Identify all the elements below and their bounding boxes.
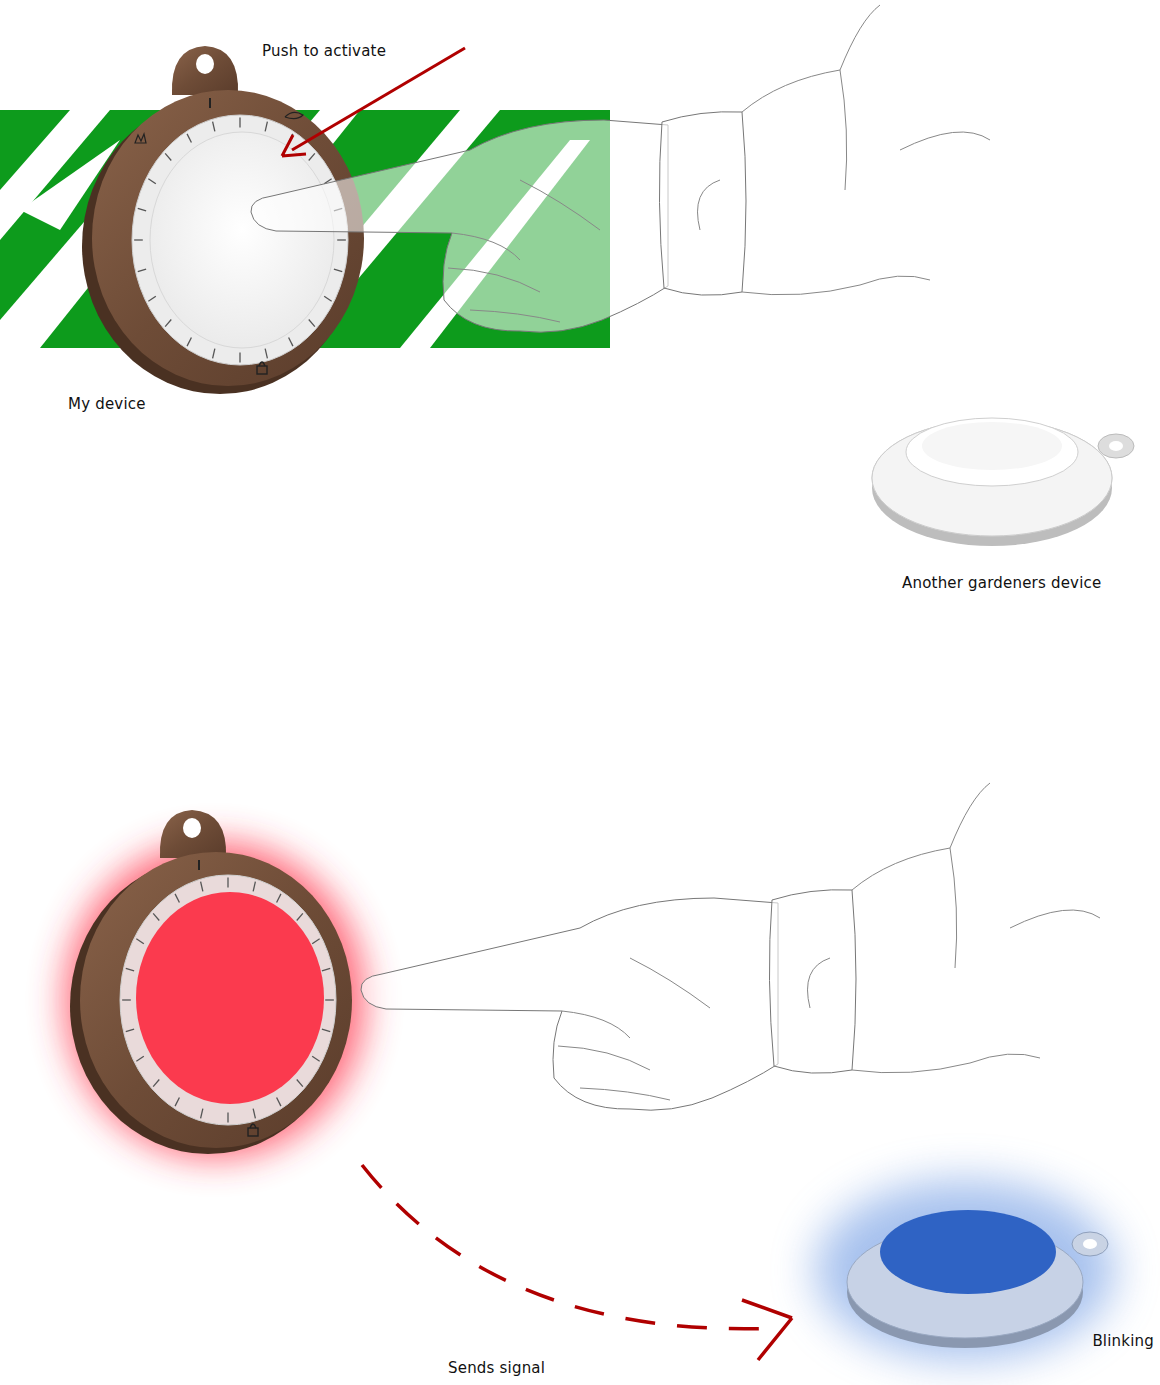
dial-tick bbox=[138, 269, 146, 272]
dial-tick bbox=[148, 179, 155, 184]
dial-tick bbox=[165, 153, 171, 160]
dial-tick bbox=[337, 239, 346, 240]
dial-tick bbox=[277, 894, 281, 903]
dial-tick bbox=[153, 913, 159, 920]
dial-tick bbox=[325, 999, 334, 1000]
dial-tick bbox=[322, 968, 330, 971]
dial-tick bbox=[138, 208, 146, 211]
dial-tick bbox=[253, 882, 255, 892]
dial-tick bbox=[201, 882, 203, 892]
dial-tick bbox=[153, 1080, 159, 1087]
dial-tick bbox=[322, 1029, 330, 1032]
callout-label: My device bbox=[68, 395, 146, 413]
dial-tick bbox=[309, 320, 315, 327]
dial-tick bbox=[265, 349, 267, 359]
dial-tick bbox=[201, 1109, 203, 1119]
dial-tick bbox=[253, 1109, 255, 1119]
dial-tick bbox=[334, 269, 342, 272]
dial-tick bbox=[265, 122, 267, 132]
callout-label: Blinking bbox=[1092, 1332, 1154, 1350]
dial-tick bbox=[213, 122, 215, 132]
dial-tick bbox=[277, 1097, 281, 1106]
dial-tick bbox=[312, 939, 319, 944]
dial-tick bbox=[136, 939, 143, 944]
dial-tick bbox=[126, 1029, 134, 1032]
dial-tick bbox=[126, 968, 134, 971]
dial-tick bbox=[289, 337, 293, 346]
dial-tick bbox=[187, 134, 191, 143]
dial-tick bbox=[297, 1080, 303, 1087]
dial-tick bbox=[175, 1097, 179, 1106]
dial-tick bbox=[324, 296, 331, 301]
dial-tick bbox=[165, 320, 171, 327]
dial-tick bbox=[175, 894, 179, 903]
callout-label: Sends signal bbox=[448, 1359, 545, 1377]
dial-tick bbox=[148, 296, 155, 301]
dial-tick bbox=[239, 118, 240, 128]
dial-tick bbox=[227, 878, 228, 888]
dial-tick bbox=[187, 337, 191, 346]
dial-tick bbox=[122, 999, 131, 1000]
callout-label: Push to activate bbox=[262, 42, 386, 60]
dial-tick bbox=[312, 1056, 319, 1061]
dial-tick bbox=[239, 353, 240, 363]
dial-tick bbox=[136, 1056, 143, 1061]
dial-tick bbox=[213, 349, 215, 359]
dial-tick bbox=[297, 913, 303, 920]
dial-tick bbox=[134, 239, 143, 240]
dial-tick bbox=[309, 153, 315, 160]
callout-label: Another gardeners device bbox=[902, 574, 1101, 592]
dial-tick bbox=[227, 1113, 228, 1123]
